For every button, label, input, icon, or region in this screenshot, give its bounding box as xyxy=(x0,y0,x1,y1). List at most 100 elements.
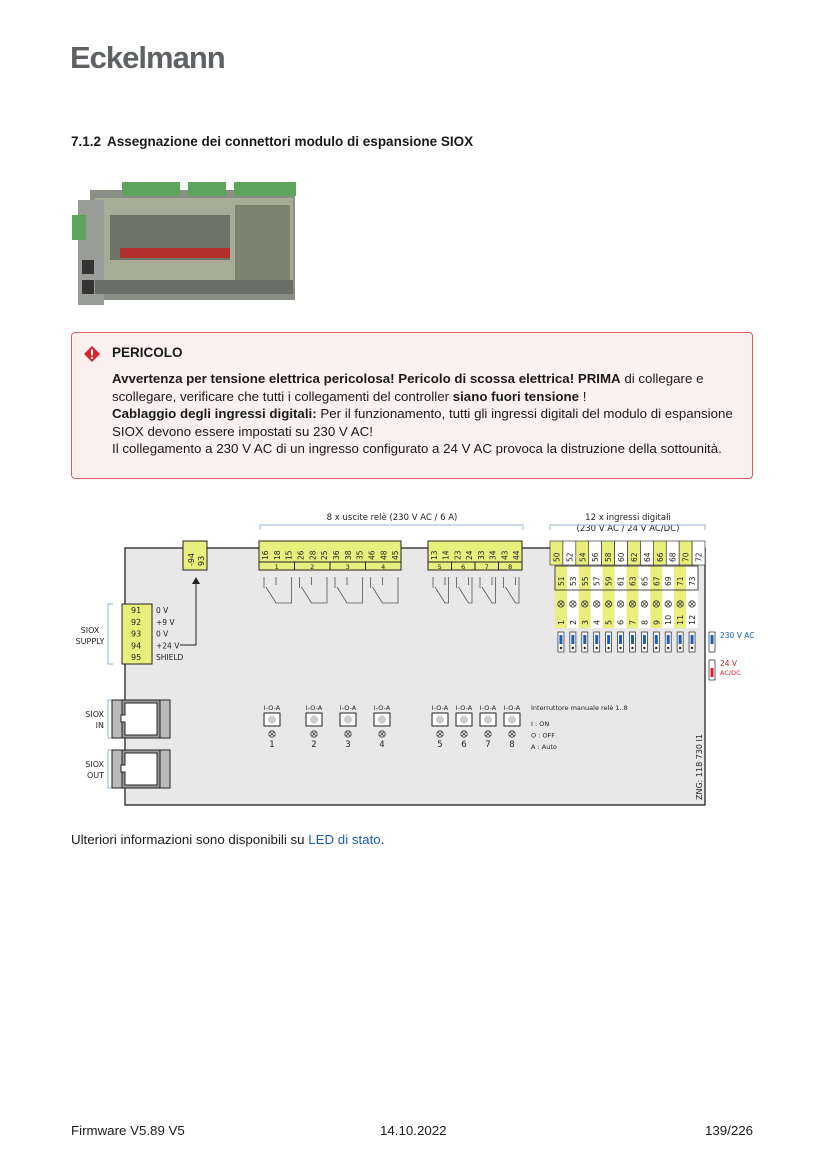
siox-in-port-icon xyxy=(120,702,158,736)
input-number: 10 xyxy=(664,615,673,625)
supply-voltage: 0 V xyxy=(156,630,169,639)
input-bottom-terminal: 67 xyxy=(652,576,661,586)
manual-switch-knob xyxy=(344,715,352,724)
input-column xyxy=(578,566,591,628)
manual-switch-knob xyxy=(484,715,492,724)
jumper-pin xyxy=(583,646,586,650)
input-bottom-terminal: 69 xyxy=(664,576,673,586)
input-number: 8 xyxy=(640,620,649,625)
supply-voltage: 0 V xyxy=(156,606,169,615)
jumper-blue xyxy=(678,635,682,644)
relay-led-icon xyxy=(378,730,386,738)
danger-diamond-icon xyxy=(84,346,100,362)
relay-terminal: 25 xyxy=(320,550,329,560)
input-led-cross xyxy=(618,601,623,607)
jumper-blue xyxy=(619,635,623,644)
manual-switch-legend: A : Auto xyxy=(531,743,557,751)
relay-contact-symbol xyxy=(432,577,449,604)
input-top-terminal-cell xyxy=(691,540,706,566)
input-bottom-terminal: 71 xyxy=(676,576,685,586)
relay-number: 1 xyxy=(275,563,279,571)
relay-led-icon xyxy=(460,730,468,738)
input-number: 12 xyxy=(688,615,697,625)
led-status-link[interactable]: LED di stato xyxy=(308,832,381,847)
input-led-cross xyxy=(689,601,695,607)
siox-out-port-icon xyxy=(120,752,158,786)
input-column xyxy=(566,566,579,628)
input-led-icon xyxy=(676,600,684,608)
input-led-icon xyxy=(605,600,613,608)
jumper-pin xyxy=(678,646,682,650)
manual-switch-label: I-O-A xyxy=(456,704,473,712)
siox-out-bracket xyxy=(107,749,113,789)
danger-notice: PERICOLO Avvertenza per tensione elettri… xyxy=(71,332,753,479)
more-end: . xyxy=(380,832,385,847)
relay-led-icon xyxy=(508,730,516,738)
input-led-icon xyxy=(557,600,565,608)
input-number: 11 xyxy=(676,615,685,625)
input-led-icon xyxy=(628,600,637,608)
manual-switch-legend: O : OFF xyxy=(531,732,555,740)
input-column xyxy=(686,566,698,628)
footer-date: 14.10.2022 xyxy=(380,1123,447,1138)
jumper-230-label: 230 V AC xyxy=(720,631,754,640)
input-led-cross xyxy=(653,601,659,607)
relay-led-cross xyxy=(269,731,275,737)
siox-in-label: SIOX xyxy=(85,710,104,719)
manual-switch-legend: I : ON xyxy=(531,720,549,728)
input-led-cross xyxy=(606,601,612,607)
relay-led-cross xyxy=(379,731,385,737)
input-top-terminal: 62 xyxy=(630,552,639,562)
digital-inputs-title: 12 x ingressi digitali xyxy=(585,513,671,523)
manual-switch-label: I-O-A xyxy=(340,704,357,712)
footer-page: 139/226 xyxy=(705,1123,754,1138)
siox-connector-diagram: 8 x uscite relè (230 V AC / 6 A)12 x ing… xyxy=(76,512,754,806)
jumper-blue xyxy=(642,635,646,644)
jumper-pin xyxy=(643,646,646,650)
input-column xyxy=(602,566,615,628)
siox-in-bracket xyxy=(107,699,113,739)
warning-text-2: Per il funzionamento, tutti gli ingressi… xyxy=(112,406,733,439)
input-led-icon xyxy=(581,600,589,608)
jumper-pin xyxy=(559,646,563,650)
jumper-pin xyxy=(619,646,622,650)
warning-bold-1: Avvertenza per tensione elettrica perico… xyxy=(112,371,621,386)
input-bottom-terminal: 57 xyxy=(593,576,602,586)
relay-terminal: 26 xyxy=(296,550,305,560)
manual-switch-knob xyxy=(436,715,444,724)
aux-terminal: -94 xyxy=(187,553,196,566)
footer-firmware: Firmware V5.89 V5 xyxy=(71,1123,185,1138)
relay-contact-symbol xyxy=(456,577,473,604)
jumper-24-label: 24 V xyxy=(720,659,738,668)
manual-switch-label: I-O-A xyxy=(504,704,521,712)
aux-terminal: 93 xyxy=(197,556,206,566)
input-led-icon xyxy=(664,600,672,608)
relay-led-icon xyxy=(268,730,276,738)
jumper-230-blue xyxy=(710,635,714,644)
manual-switch-label: I-O-A xyxy=(480,704,497,712)
input-top-terminal: 68 xyxy=(669,552,678,562)
relay-contact-symbol xyxy=(503,577,520,604)
relay-led-cross xyxy=(311,731,317,737)
supply-connector xyxy=(121,603,153,665)
relay-terminal: 45 xyxy=(391,550,400,560)
aux-connector xyxy=(182,540,208,571)
input-number: 9 xyxy=(652,620,661,625)
input-number: 4 xyxy=(593,620,602,625)
relay-terminal: 38 xyxy=(344,550,353,560)
siox-supply-label-2: SUPPLY xyxy=(76,637,105,646)
relay-terminal: 44 xyxy=(512,550,521,560)
relay-terminal: 15 xyxy=(285,550,294,560)
input-led-cross xyxy=(677,601,683,607)
supply-terminal: 94 xyxy=(131,641,141,650)
input-bottom-terminal: 51 xyxy=(557,576,566,586)
jumper-24-red xyxy=(710,668,714,677)
input-bottom-connector xyxy=(554,565,699,591)
relay-number: 3 xyxy=(346,563,350,571)
relay-led-cross xyxy=(485,731,491,737)
relay-led-icon xyxy=(436,730,444,738)
supply-voltage: +24 V xyxy=(156,641,180,650)
manual-switch-label: I-O-A xyxy=(432,704,449,712)
relay-terminal: 48 xyxy=(379,550,388,560)
